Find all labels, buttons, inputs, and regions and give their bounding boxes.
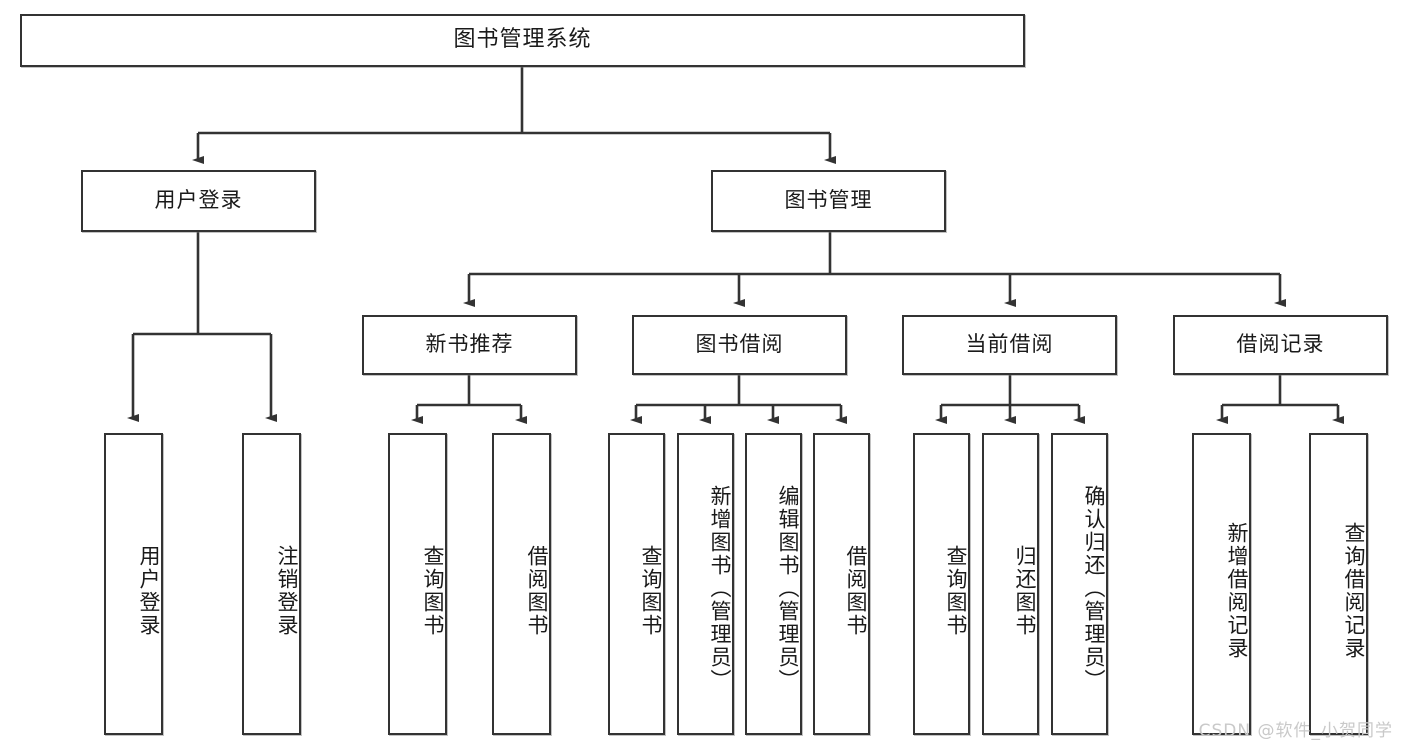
leaf-add-book-admin[interactable]: 新增图书（管理员） (677, 433, 734, 735)
node-root-book-management-system[interactable]: 图书管理系统 (20, 14, 1025, 67)
leaf-return-book[interactable]: 归还图书 (982, 433, 1039, 735)
node-book-borrow[interactable]: 图书借阅 (632, 315, 847, 375)
leaf-borrow-book-recommend[interactable]: 借阅图书 (492, 433, 551, 735)
leaf-user-login[interactable]: 用户登录 (104, 433, 163, 735)
node-borrow-record[interactable]: 借阅记录 (1173, 315, 1388, 375)
leaf-query-book-current[interactable]: 查询图书 (913, 433, 970, 735)
leaf-add-borrow-record[interactable]: 新增借阅记录 (1192, 433, 1251, 735)
node-new-book-recommend[interactable]: 新书推荐 (362, 315, 577, 375)
leaf-query-book-recommend[interactable]: 查询图书 (388, 433, 447, 735)
csdn-watermark: CSDN @软件_小贺同学 (1198, 721, 1393, 741)
node-current-borrow[interactable]: 当前借阅 (902, 315, 1117, 375)
leaf-logout[interactable]: 注销登录 (242, 433, 301, 735)
node-user-login[interactable]: 用户登录 (81, 170, 316, 232)
node-book-management[interactable]: 图书管理 (711, 170, 946, 232)
leaf-query-borrow-record[interactable]: 查询借阅记录 (1309, 433, 1368, 735)
leaf-query-book-borrow[interactable]: 查询图书 (608, 433, 665, 735)
leaf-confirm-return-admin[interactable]: 确认归还（管理员） (1051, 433, 1108, 735)
leaf-edit-book-admin[interactable]: 编辑图书（管理员） (745, 433, 802, 735)
leaf-borrow-book[interactable]: 借阅图书 (813, 433, 870, 735)
